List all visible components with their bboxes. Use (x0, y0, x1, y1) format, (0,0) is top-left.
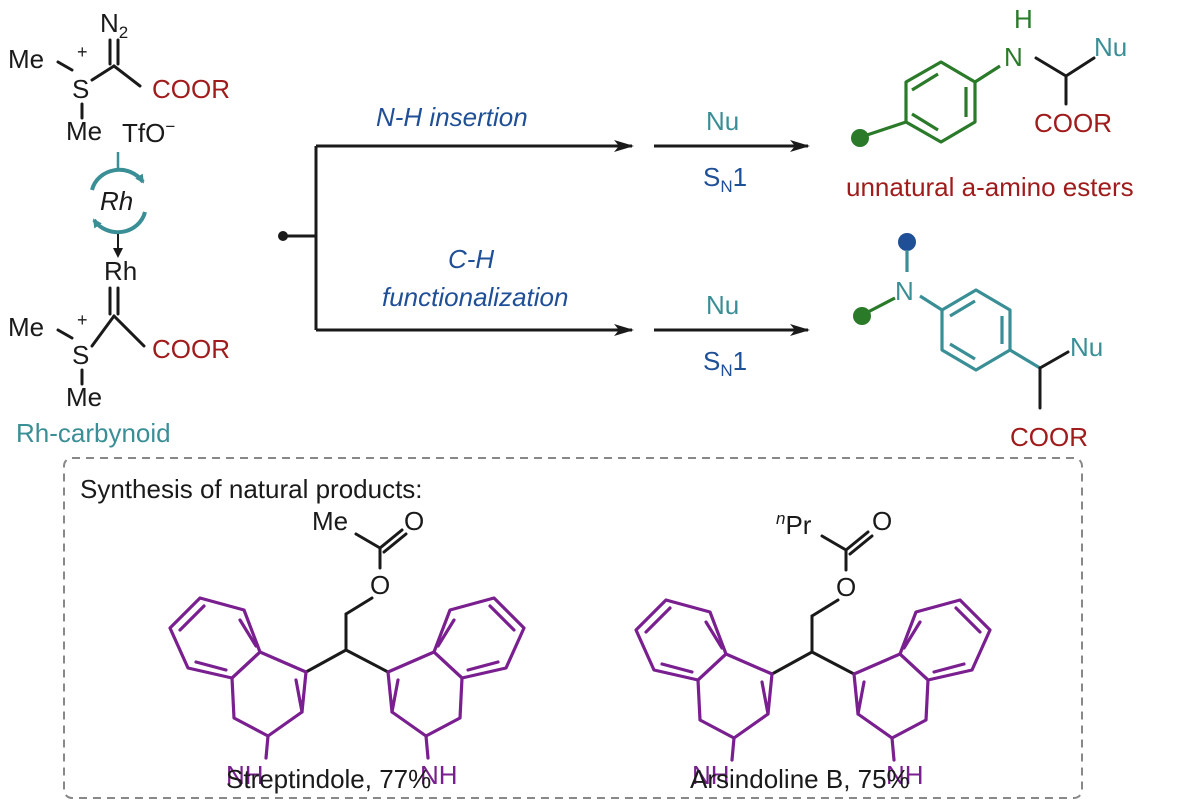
product-para-aniline: N Nu COOR (853, 233, 1103, 452)
rh-catalyst-label: Rh (100, 186, 133, 216)
ester-oxygen-label: O (836, 572, 856, 602)
arsindoline-caption: Arsindoline B, 75% (690, 764, 910, 794)
rh-catalytic-cycle: Rh (90, 152, 147, 258)
indole-nh-right: NH (886, 760, 924, 790)
sulfonium-diazo-reagent: N2 Me + S COOR Me TfO− (8, 8, 230, 148)
amine-h-label: H (1014, 4, 1033, 34)
methyl-label: Me (8, 312, 44, 342)
sulfonium-charge: + (77, 310, 88, 330)
streptindole-caption: Streptindole, 77% (226, 764, 431, 794)
n2-label: N2 (100, 8, 128, 42)
acyl-label: Me (312, 506, 348, 536)
ester-oxygen-label: O (370, 570, 390, 600)
nucleophile-label: Nu (1094, 32, 1127, 62)
sulfonium-charge: + (77, 42, 88, 62)
triflate-label: TfO− (122, 117, 175, 148)
sn1-label-top: SN1 (703, 162, 747, 196)
indole-nh-right: NH (420, 760, 458, 790)
ester-label: COOR (152, 74, 230, 104)
ester-label: COOR (152, 334, 230, 364)
ester-label: COOR (1034, 108, 1112, 138)
product-caption: unnatural a-amino esters (846, 172, 1134, 202)
carbonyl-oxygen-label: O (872, 506, 892, 536)
nucleophile-label-bottom: Nu (706, 290, 739, 320)
methyl-label-bottom: Me (66, 116, 102, 146)
functionalization-label: functionalization (382, 282, 568, 312)
divergent-pathways: N-H insertion C-H functionalization Nu S… (278, 102, 810, 380)
natural-products-panel: Synthesis of natural products: Me O O (63, 457, 1083, 799)
indole-nh-left: NH (226, 760, 264, 790)
product-amino-ester: H N Nu COOR unnatural a-amino esters (846, 4, 1134, 202)
dashed-frame (63, 457, 1083, 799)
arsindoline-b-structure: nPr O O NH (634, 506, 992, 794)
panel-heading: Synthesis of natural products: (80, 474, 423, 504)
methyl-label-bottom: Me (66, 382, 102, 412)
substituent-dot-green (853, 307, 871, 325)
substituent-dot-blue (898, 233, 916, 251)
indole-nh-left: NH (692, 760, 730, 790)
nh-insertion-label: N-H insertion (376, 102, 528, 132)
streptindole-structure: Me O O NH (168, 506, 526, 794)
ester-label: COOR (1010, 422, 1088, 452)
aniline-n-label: N (895, 276, 914, 306)
acyl-label: nPr (776, 509, 812, 540)
sulfur-label: S (72, 340, 89, 370)
nucleophile-label-top: Nu (706, 106, 739, 136)
substituent-dot (851, 129, 869, 147)
nucleophile-label: Nu (1070, 332, 1103, 362)
carbonyl-oxygen-label: O (404, 506, 424, 536)
carbynoid-caption: Rh-carbynoid (16, 418, 171, 448)
sn1-label-bottom: SN1 (703, 346, 747, 380)
methyl-label: Me (8, 44, 44, 74)
amine-n-label: N (1004, 42, 1023, 72)
ch-label: C-H (448, 244, 494, 274)
rh-carbynoid: Rh Me + S COOR Me Rh-carbynoid (8, 256, 230, 448)
rh-label: Rh (104, 256, 137, 286)
sulfur-label: S (72, 74, 89, 104)
